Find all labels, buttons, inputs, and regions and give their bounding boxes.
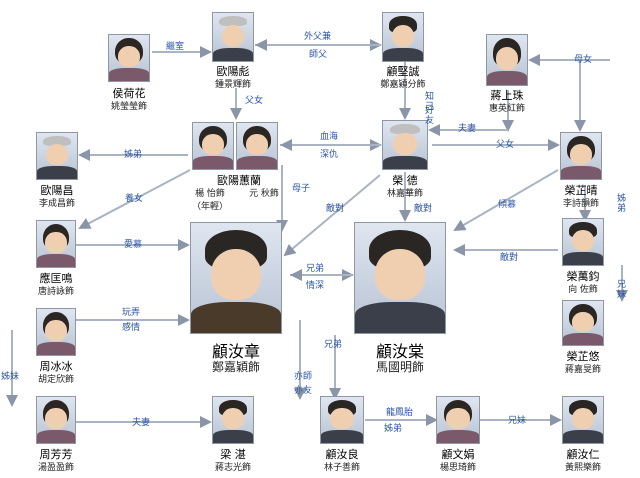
rel-rival-zhang: 敵對 xyxy=(326,204,345,214)
actor-jiang-shangzhu: 惠英紅飾 xyxy=(488,104,525,114)
rel-toy-1: 玩弄 xyxy=(122,308,141,318)
portrait-gu-ruren xyxy=(562,396,604,444)
name-rong-zhiqing: 榮芷晴 xyxy=(564,184,598,197)
name-zhou-bingbing: 周冰冰 xyxy=(39,360,73,373)
rel-deep-feelings: 情深 xyxy=(306,281,325,291)
rel-brother-sister: 兄妹 xyxy=(616,280,626,300)
actor-ying-kuangming: 唐詩詠飾 xyxy=(37,287,74,297)
name-rong-zhiyou: 榮芷悠 xyxy=(566,350,600,363)
actor-gu-rutang: 馬國明飾 xyxy=(375,360,424,374)
actor-hou-hehua: 姚瑩瑩飾 xyxy=(110,102,147,112)
name-gu-ruren: 顧汝仁 xyxy=(566,448,600,461)
rel-brothers: 兄弟 xyxy=(306,264,325,274)
rel-couple-top: 夫妻 xyxy=(458,124,477,134)
portrait-gu-ruliang xyxy=(320,396,364,444)
line-admire xyxy=(453,169,559,232)
rel-toy-2: 感情 xyxy=(122,323,141,333)
name-ouyang-chang: 歐陽昌 xyxy=(40,184,74,197)
rel-father-daughter-2: 父女 xyxy=(496,140,515,150)
name-zhou-fangfang: 周芳芳 xyxy=(39,448,73,461)
rel-admire: 傾慕 xyxy=(498,200,517,210)
rel-brother-label: 兄弟 xyxy=(324,340,343,350)
portrait-rong-de xyxy=(382,120,428,170)
actor-ouyang-biao: 鍾景輝飾 xyxy=(214,80,251,90)
rel-twins: 龍鳳胎 xyxy=(386,408,414,418)
portrait-zhou-bingbing xyxy=(36,308,76,356)
actor-liang-zhan: 蔣志光飾 xyxy=(214,463,251,473)
rel-teacher-friend-2: 亦友 xyxy=(294,386,313,396)
portrait-ouyang-chang xyxy=(36,132,78,180)
portrait-gu-wenjuan xyxy=(436,396,480,444)
actor-rong-de: 林嘉華飾 xyxy=(386,189,423,199)
name-gu-jiancheng: 顧堅誠 xyxy=(386,65,420,78)
rel-sister-brother-3: 姊弟 xyxy=(384,424,403,434)
actor-gu-ruliang: 林子善飾 xyxy=(323,463,360,473)
rel-master: 師父 xyxy=(309,50,328,60)
rel-rival-tang: 敵對 xyxy=(414,204,433,214)
name-gu-wenjuan: 顧文娟 xyxy=(441,448,475,461)
portrait-gu-rutang xyxy=(354,222,446,334)
actor-zhou-bingbing: 胡定欣飾 xyxy=(37,375,74,385)
name-hou-hehua: 侯荷花 xyxy=(112,87,146,100)
rel-sister-brother-2: 姊弟 xyxy=(616,194,626,214)
rel-confidant-2: 好友 xyxy=(424,106,434,126)
portrait-zhou-fangfang xyxy=(36,396,76,444)
portrait-liang-zhan xyxy=(212,396,254,444)
actor-gu-ruren: 黃熙樂飾 xyxy=(564,463,601,473)
name-ying-kuangming: 應匡鳴 xyxy=(39,272,73,285)
actor-rong-zhiqing: 李詩韻飾 xyxy=(562,199,599,209)
rel-confidant-1: 知己 xyxy=(424,92,434,112)
rel-rival-wanjun: 敵對 xyxy=(500,253,519,263)
name-ouyang-biao: 歐陽彪 xyxy=(216,65,250,78)
rel-maternal-grandfather: 外父兼 xyxy=(304,32,332,42)
name-rong-wanjun: 榮萬鈞 xyxy=(566,270,600,283)
portrait-hou-hehua xyxy=(108,34,150,82)
rel-brother-sister-2: 兄妹 xyxy=(508,416,527,426)
actor-gu-jiancheng: 鄭嘉穎分飾 xyxy=(380,80,426,90)
name-gu-ruzhang: 顧汝章 xyxy=(211,342,260,361)
portrait-rong-wanjun xyxy=(562,218,604,266)
rel-adopted-daughter: 養女 xyxy=(125,194,144,204)
portrait-ouyang-huilan-young xyxy=(192,122,234,170)
rel-father-daughter: 父女 xyxy=(245,96,264,106)
actor-ouyang-huilan-young: 楊 怡飾 xyxy=(195,189,225,199)
actor-ouyang-huilan-old: 元 秋飾 xyxy=(249,189,279,199)
rel-teacher-friend-1: 亦師 xyxy=(294,372,313,382)
portrait-ying-kuangming xyxy=(36,220,76,268)
note-young: （年輕） xyxy=(191,202,228,212)
actor-rong-wanjun: 向 佐飾 xyxy=(568,285,598,295)
actor-gu-ruzhang: 鄭嘉穎飾 xyxy=(211,360,260,374)
rel-sisters: 姊妹 xyxy=(1,372,20,382)
actor-ouyang-chang: 李成昌飾 xyxy=(38,199,75,209)
line-rival-zhang xyxy=(283,174,381,257)
rel-blood-feud-2: 深仇 xyxy=(320,150,339,160)
line-adopted xyxy=(78,169,191,229)
portrait-jiang-shangzhu xyxy=(486,34,528,86)
rel-blood-feud-1: 血海 xyxy=(320,132,339,142)
portrait-rong-zhiqing xyxy=(560,132,602,180)
portrait-ouyang-biao xyxy=(212,12,254,62)
name-liang-zhan: 梁 湛 xyxy=(220,448,246,461)
name-gu-rutang: 顧汝棠 xyxy=(375,342,424,361)
rel-mother-son: 母子 xyxy=(292,184,311,194)
portrait-rong-zhiyou xyxy=(562,300,604,346)
actor-gu-wenjuan: 楊思琦飾 xyxy=(439,463,476,473)
actor-zhou-fangfang: 湯盈盈飾 xyxy=(37,463,74,473)
name-rong-de: 榮 德 xyxy=(392,174,418,187)
rel-sister-brother: 姊弟 xyxy=(124,150,143,160)
name-jiang-shangzhu: 蔣上珠 xyxy=(490,89,524,102)
portrait-gu-jiancheng xyxy=(382,12,424,62)
portrait-gu-ruzhang xyxy=(190,222,282,334)
name-ouyang-huilan: 歐陽蕙蘭 xyxy=(217,174,261,187)
name-gu-ruliang: 顧汝良 xyxy=(325,448,359,461)
actor-rong-zhiyou: 蔣嘉旻飾 xyxy=(564,365,601,375)
rel-couple-bottom: 夫妻 xyxy=(132,418,151,428)
rel-mother-daughter: 母女 xyxy=(574,55,593,65)
portrait-ouyang-huilan-old xyxy=(236,122,278,170)
rel-love: 愛慕 xyxy=(124,240,143,250)
rel-concubine: 繼室 xyxy=(166,42,185,52)
